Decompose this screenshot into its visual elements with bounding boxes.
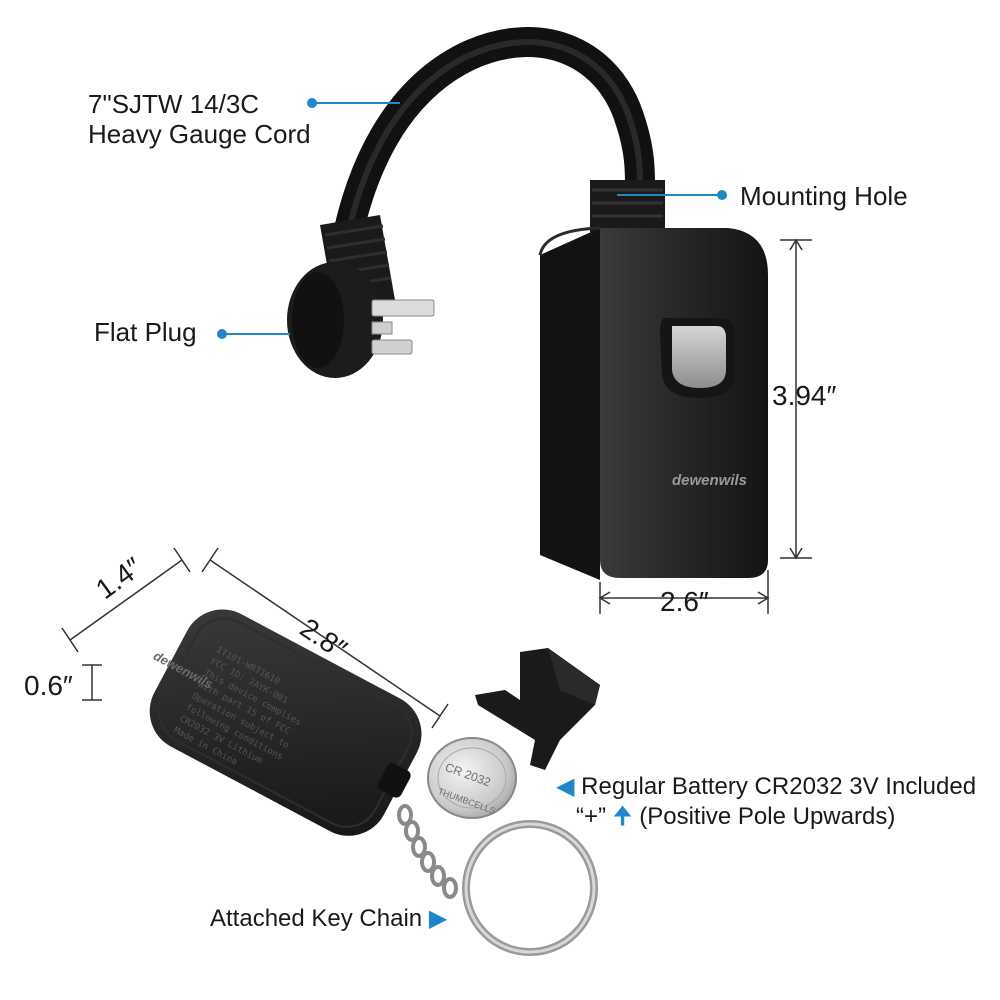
cord xyxy=(330,27,655,263)
coin-battery xyxy=(427,737,517,819)
triangle-left-icon: ◀ xyxy=(556,773,575,800)
battery-label-line2: “+” 🠉 (Positive Pole Upwards) xyxy=(576,802,895,832)
battery-label-line1: ◀ Regular Battery CR2032 3V Included xyxy=(556,772,976,802)
callout-lines xyxy=(222,102,720,335)
positive-sign: “+” xyxy=(576,803,606,830)
remote: IT101-WRT1610 FCC ID: 2AYK-001 This devi… xyxy=(149,609,422,836)
arrow-up-icon: 🠉 xyxy=(612,803,633,830)
remote-thickness-dimension: 0.6″ xyxy=(24,670,73,701)
cord-label-line1: 7"SJTW 14/3C xyxy=(88,89,260,119)
key-chain-label: Attached Key Chain ▶ xyxy=(210,904,447,934)
outlet-brand-logo: dewenwils xyxy=(672,472,748,489)
flat-plug-label: Flat Plug xyxy=(94,317,197,347)
mounting-hole-label: Mounting Hole xyxy=(740,181,908,211)
battery-clip xyxy=(475,648,600,770)
key-chain xyxy=(397,804,598,956)
positive-pole-text: (Positive Pole Upwards) xyxy=(639,803,896,830)
outlet-height-dimension: 3.94″ xyxy=(772,380,837,411)
key-chain-text: Attached Key Chain xyxy=(210,905,423,932)
battery-label-text: Regular Battery CR2032 3V Included xyxy=(581,773,977,800)
cord-label-line2: Heavy Gauge Cord xyxy=(88,119,311,149)
dimension-lines xyxy=(61,238,812,729)
flat-plug xyxy=(287,215,435,378)
callout-dots xyxy=(217,98,727,339)
outlet-body xyxy=(538,180,768,580)
outlet-width-dimension: 2.6″ xyxy=(660,586,709,617)
triangle-right-icon: ▶ xyxy=(428,905,448,932)
